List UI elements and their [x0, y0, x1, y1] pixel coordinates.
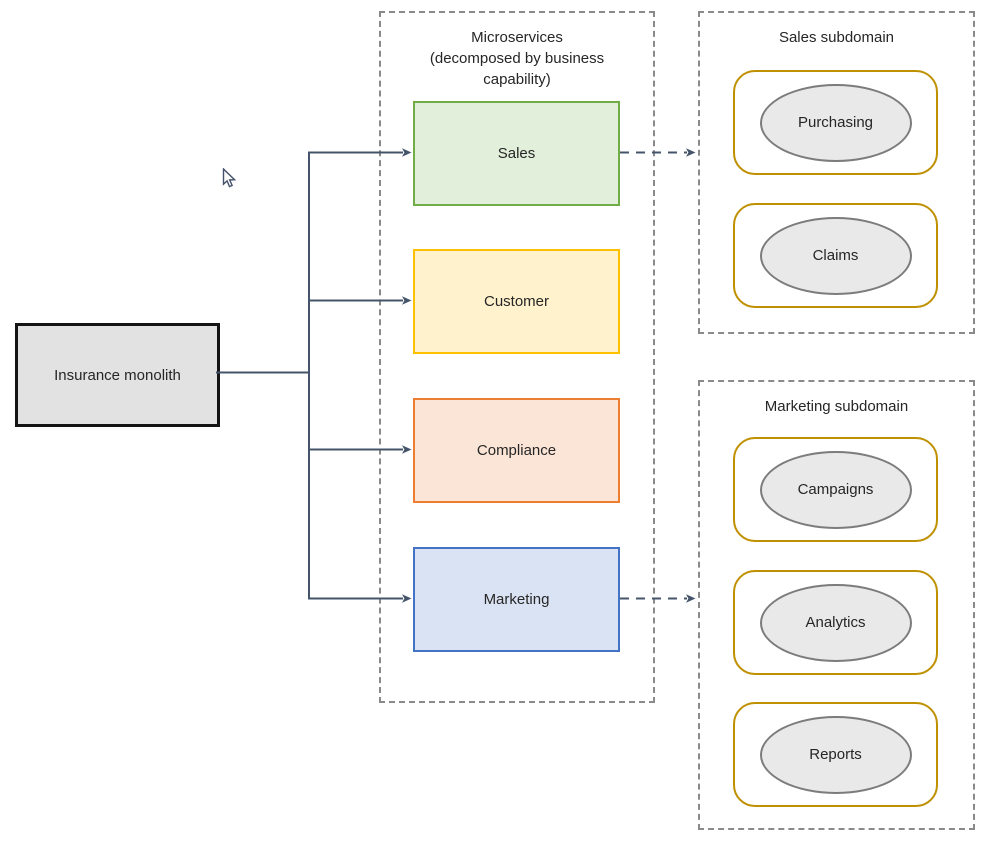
card-purchasing: Purchasing [733, 70, 938, 175]
card-reports: Reports [733, 702, 938, 807]
service-box-sales: Sales [413, 101, 620, 206]
ellipse-label-reports: Reports [809, 746, 862, 763]
service-label-marketing: Marketing [483, 591, 550, 608]
service-box-compliance: Compliance [413, 398, 620, 503]
monolith-box: Insurance monolith [15, 323, 220, 427]
service-box-customer: Customer [413, 249, 620, 354]
ellipse-label-analytics: Analytics [805, 614, 866, 631]
microservices-group-title: Microservices (decomposed by business ca… [429, 29, 605, 88]
marketing-subdomain-title: Marketing subdomain [764, 398, 909, 415]
service-label-customer: Customer [483, 293, 550, 310]
card-claims: Claims [733, 203, 938, 308]
ellipse-label-campaigns: Campaigns [797, 481, 874, 498]
card-analytics: Analytics [733, 570, 938, 675]
service-label-compliance: Compliance [476, 442, 557, 459]
ellipse-label-purchasing: Purchasing [797, 114, 874, 131]
ellipse-campaigns: Campaigns [759, 450, 912, 529]
ellipse-claims: Claims [759, 216, 912, 295]
monolith-label: Insurance monolith [54, 366, 181, 384]
service-box-marketing: Marketing [413, 547, 620, 652]
ellipse-label-claims: Claims [812, 247, 859, 264]
ellipse-reports: Reports [759, 715, 912, 794]
sales-subdomain-title: Sales subdomain [778, 29, 895, 46]
mouse-cursor-icon [222, 168, 237, 188]
marketing-subdomain-group: Marketing subdomain [698, 380, 975, 830]
sales-subdomain-group: Sales subdomain [698, 11, 975, 334]
ellipse-analytics: Analytics [759, 583, 912, 662]
card-campaigns: Campaigns [733, 437, 938, 542]
microservices-group: Microservices (decomposed by business ca… [379, 11, 655, 703]
service-label-sales: Sales [497, 145, 536, 162]
ellipse-purchasing: Purchasing [759, 83, 912, 162]
